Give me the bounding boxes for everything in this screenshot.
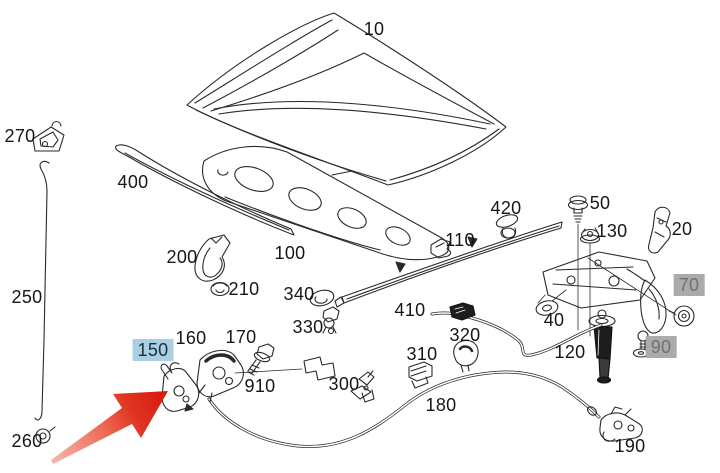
clip-420-drawing bbox=[495, 214, 519, 239]
clip-320-drawing bbox=[453, 339, 479, 373]
seal-200-drawing bbox=[194, 234, 231, 282]
bracket-910-drawing bbox=[234, 356, 336, 381]
part-callout-10: 10 bbox=[363, 19, 385, 39]
grommet-40-drawing bbox=[535, 289, 567, 316]
part-callout-340: 340 bbox=[283, 284, 315, 304]
part-callout-120: 120 bbox=[554, 342, 586, 362]
release-cable-180-drawing bbox=[207, 370, 601, 449]
screw-50-drawing bbox=[567, 195, 589, 331]
clip-270-drawing bbox=[32, 120, 65, 152]
part-callout-330: 330 bbox=[292, 317, 324, 337]
grommet-210-drawing bbox=[210, 281, 230, 297]
trim-strip-400-drawing bbox=[115, 144, 295, 236]
hood-panel-drawing bbox=[186, 12, 507, 186]
hinge-assembly-drawing bbox=[537, 251, 677, 316]
part-callout-400: 400 bbox=[117, 172, 149, 192]
clip-260-drawing bbox=[35, 426, 56, 444]
part-callout-260: 260 bbox=[11, 431, 43, 451]
part-callout-250: 250 bbox=[11, 287, 43, 307]
hood-inner-panel-drawing bbox=[202, 145, 450, 261]
hinge-arm-drawing bbox=[626, 268, 667, 334]
part-callout-130: 130 bbox=[596, 221, 628, 241]
latch-190-drawing bbox=[599, 406, 643, 442]
part-callout-180: 180 bbox=[425, 395, 457, 415]
clip-110-drawing bbox=[430, 238, 452, 259]
part-callout-50: 50 bbox=[589, 193, 611, 213]
latch-150-drawing bbox=[160, 362, 200, 412]
part-callout-300: 300 bbox=[328, 374, 360, 394]
cable-120-drawing bbox=[430, 302, 603, 357]
nut-130-drawing bbox=[579, 227, 601, 337]
part-callout-160: 160 bbox=[175, 328, 207, 348]
part-callout-20: 20 bbox=[671, 219, 693, 239]
clip-300-drawing bbox=[350, 370, 375, 403]
part-callout-210: 210 bbox=[228, 279, 260, 299]
part-callout-200: 200 bbox=[166, 247, 198, 267]
part-callout-190: 190 bbox=[614, 436, 646, 456]
gas-strut-drawing bbox=[588, 309, 616, 384]
part-callout-420: 420 bbox=[490, 198, 522, 218]
part-callout-310: 310 bbox=[406, 344, 438, 364]
red-arrow bbox=[51, 391, 168, 464]
part-callout-320: 320 bbox=[449, 325, 481, 345]
clip-310-drawing bbox=[408, 361, 433, 389]
washer-nozzle-330-drawing bbox=[322, 306, 340, 335]
buffer-70-drawing bbox=[668, 305, 695, 327]
part-callout-150: 150 bbox=[132, 339, 174, 361]
part-callout-410: 410 bbox=[394, 300, 426, 320]
sealing-rail-410-drawing bbox=[334, 221, 563, 308]
release-rod-250-drawing bbox=[34, 160, 50, 421]
part-callout-270: 270 bbox=[4, 126, 36, 146]
lock-160-drawing bbox=[196, 349, 244, 403]
part-callout-110: 110 bbox=[445, 230, 475, 250]
part-callout-910: 910 bbox=[244, 376, 276, 396]
part-callout-70: 70 bbox=[673, 274, 705, 296]
part-callout-90: 90 bbox=[645, 336, 677, 358]
bolt-170-drawing bbox=[247, 343, 275, 376]
bracket-20-drawing bbox=[648, 206, 671, 254]
grommet-340-drawing bbox=[309, 289, 335, 307]
part-callout-100: 100 bbox=[274, 243, 306, 263]
screw-90-drawing bbox=[632, 330, 650, 358]
part-callout-170: 170 bbox=[225, 327, 257, 347]
part-callout-40: 40 bbox=[543, 310, 565, 330]
